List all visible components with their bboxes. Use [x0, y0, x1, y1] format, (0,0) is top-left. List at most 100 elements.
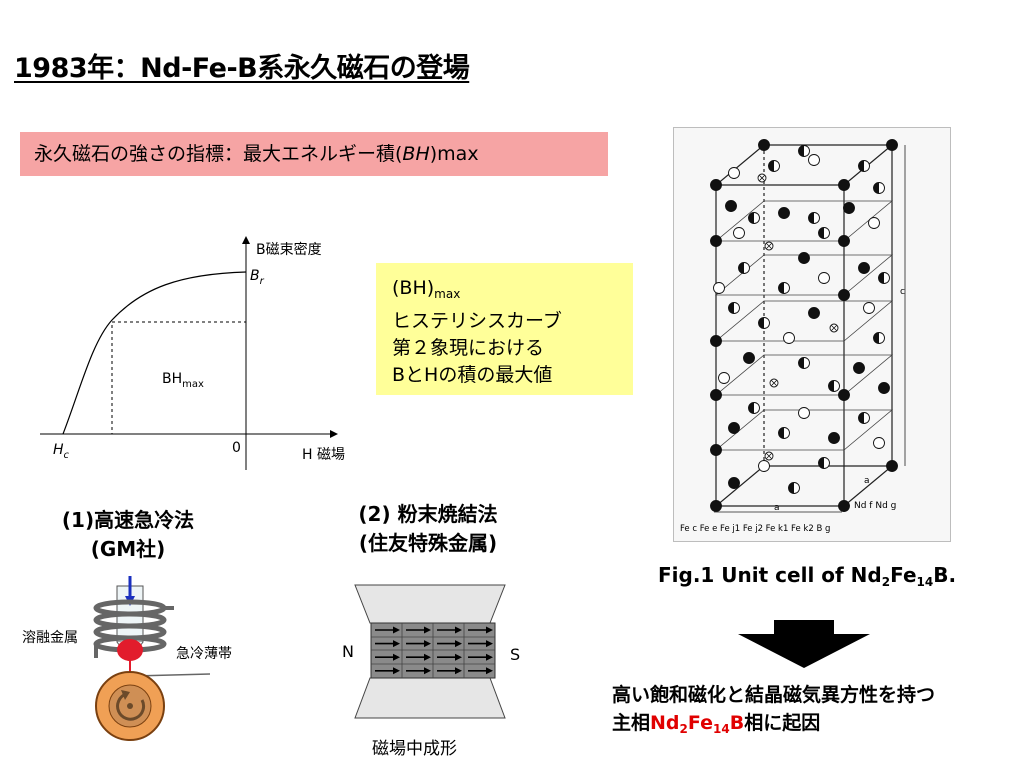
unit-cell-drawing: a a c Nd f Nd g Fe c Fe e Fe j1 Fe j2 Fe… — [680, 139, 906, 534]
atom — [886, 460, 898, 472]
atom-half — [818, 457, 824, 469]
atoms — [710, 139, 898, 512]
atom — [710, 389, 722, 401]
atom — [808, 154, 820, 166]
atom-cross — [831, 325, 837, 331]
atom — [886, 139, 898, 151]
upper-pole-piece — [354, 584, 506, 624]
molten-metal — [117, 639, 143, 661]
rotation-arrow-icon — [121, 690, 130, 700]
magnetization-arrowhead-icon — [424, 626, 431, 634]
rotation-arrow — [116, 692, 146, 721]
legend-row-1: Nd f Nd g — [854, 501, 896, 511]
atom-half — [858, 412, 864, 424]
atom-half — [748, 402, 754, 414]
atom — [873, 437, 885, 449]
atom — [758, 139, 770, 151]
b-axis-arrow-icon — [242, 236, 250, 244]
lower-pole-piece — [354, 677, 506, 719]
magnetization-arrowhead-icon — [424, 667, 431, 675]
magnetization-arrowhead-icon — [486, 653, 493, 661]
atom — [728, 477, 740, 489]
hysteresis-curve — [62, 271, 247, 435]
axis-a-side: a — [864, 476, 870, 486]
atom-half — [878, 272, 884, 284]
atom — [858, 262, 870, 274]
note-line-2: ヒステリシスカーブ — [392, 310, 562, 332]
h-axis-arrow-icon — [330, 430, 338, 438]
atom-half — [748, 212, 754, 224]
atom — [725, 200, 737, 212]
bh-max-rectangle — [111, 321, 247, 435]
atom-half — [778, 427, 784, 439]
h-axis-label: H 磁場 — [302, 447, 345, 463]
axis-a-bottom: a — [774, 503, 780, 513]
magnetization-arrowhead-icon — [424, 640, 431, 648]
sintering-caption: 磁場中成形 — [372, 739, 457, 759]
atom — [710, 235, 722, 247]
note-line-4: BとHの積の最大値 — [392, 364, 553, 386]
atom-half — [738, 262, 744, 274]
atom — [728, 167, 740, 179]
atom-cross — [766, 453, 772, 459]
axis-c-label: c — [900, 287, 905, 297]
atom-half — [858, 160, 864, 172]
atom-half — [798, 357, 804, 369]
atom — [838, 289, 850, 301]
down-arrow-icon — [738, 620, 870, 668]
magnetization-arrowhead-icon — [393, 667, 400, 675]
magnetization-arrowhead-icon — [486, 640, 493, 648]
magnetization-arrowhead-icon — [455, 667, 462, 675]
banner-text-suffix: )max — [429, 143, 479, 165]
atom — [733, 227, 745, 239]
atom — [758, 460, 770, 472]
atom — [743, 352, 755, 364]
origin-label: 0 — [232, 440, 241, 456]
atom — [843, 202, 855, 214]
banner-text-prefix: 永久磁石の強さの指標：最大エネルギー積( — [34, 143, 403, 165]
hysteresis-graph: B磁束密度 Br Hc 0 H 磁場 BHmax — [40, 236, 345, 470]
atom — [710, 179, 722, 191]
atom — [878, 382, 890, 394]
atom-half — [758, 317, 764, 329]
atom-half — [768, 160, 774, 172]
atom — [713, 282, 725, 294]
atom — [838, 500, 850, 512]
br-label: Br — [250, 268, 265, 287]
atom-half — [828, 380, 834, 392]
atom — [853, 362, 865, 374]
atom — [838, 235, 850, 247]
atom — [828, 432, 840, 444]
atom — [710, 444, 722, 456]
conclusion-line-1: 高い飽和磁化と結晶磁気異方性を持つ — [612, 684, 936, 706]
atom-half — [808, 212, 814, 224]
atom — [838, 179, 850, 191]
melt-label: 溶融金属 — [22, 630, 78, 646]
melt-spinning-diagram — [93, 576, 211, 741]
atom — [718, 372, 730, 384]
atom — [710, 335, 722, 347]
atom-cross — [771, 380, 777, 386]
banner-text-italic: BH — [402, 143, 430, 165]
hc-label: Hc — [53, 442, 70, 461]
atom — [863, 302, 875, 314]
atom — [798, 407, 810, 419]
b-axis-label: B磁束密度 — [256, 241, 322, 258]
note-line-3: 第２象現における — [392, 337, 545, 359]
bh-max-label: BHmax — [162, 371, 204, 390]
atom-half — [873, 182, 879, 194]
unit-cell-box — [714, 144, 894, 507]
legend-row-2: Fe c Fe e Fe j1 Fe j2 Fe k1 Fe k2 B g — [680, 524, 830, 534]
energy-product-banner: 永久磁石の強さの指標：最大エネルギー積(BH)max — [20, 132, 608, 176]
atom — [818, 272, 830, 284]
magnetization-arrowhead-icon — [393, 626, 400, 634]
magnetization-arrows — [375, 626, 493, 675]
atom-cross — [766, 243, 772, 249]
powder-sintering-diagram: N S — [342, 584, 520, 719]
atom-half — [728, 302, 734, 314]
ribbon-label: 急冷薄帯 — [176, 646, 232, 662]
atom-half — [873, 332, 879, 344]
atom — [868, 217, 880, 229]
magnetization-arrowhead-icon — [486, 626, 493, 634]
magnetization-arrowhead-icon — [455, 653, 462, 661]
